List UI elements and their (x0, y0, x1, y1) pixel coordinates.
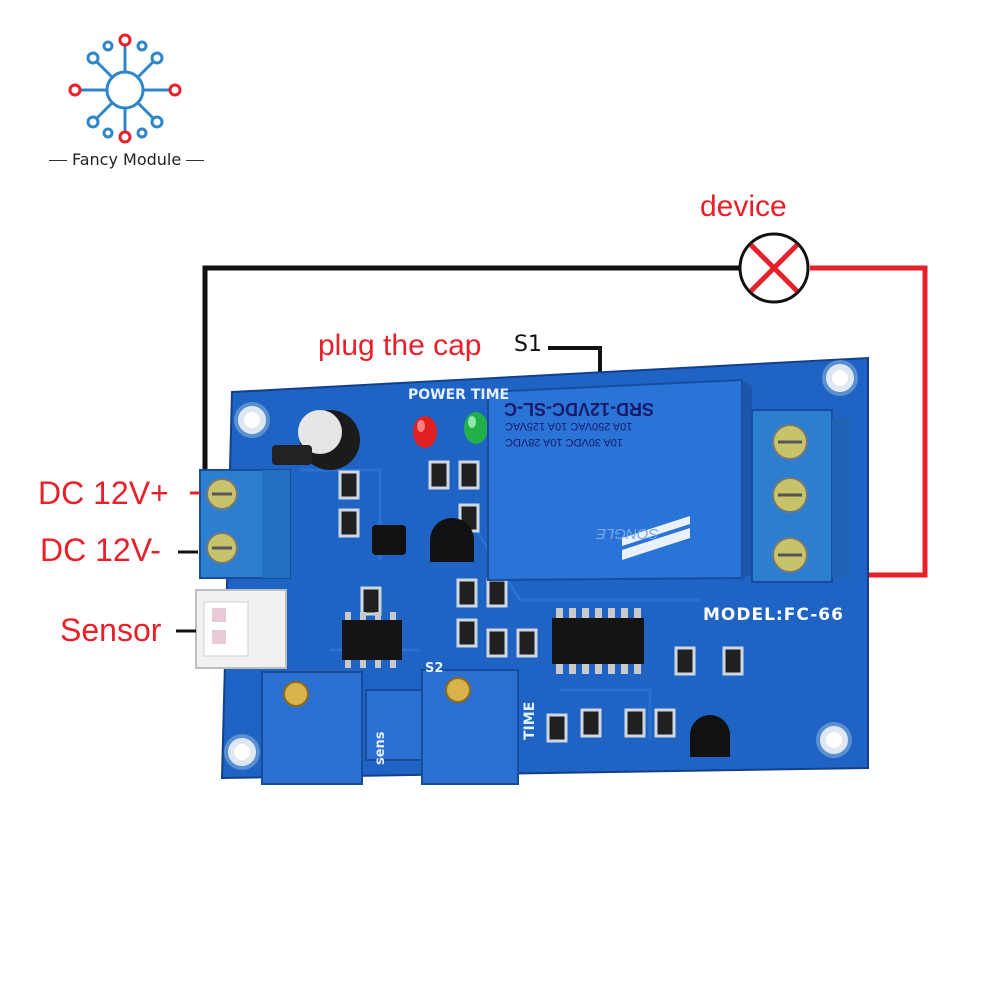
brand-dash-right (186, 159, 205, 162)
power-screw-terminal (199, 469, 291, 579)
led-power-red (413, 416, 437, 448)
transistors (372, 518, 730, 757)
dc-plus-label: DC 12V+ (38, 475, 169, 511)
s1-leader-line (548, 346, 602, 378)
silkscreen-s2: S2 (425, 661, 444, 676)
silkscreen-power-time: POWER TIME (408, 387, 510, 403)
sensor-label: Sensor (60, 612, 162, 648)
brand-logo-icon (68, 33, 182, 144)
silkscreen-time: TIME (522, 701, 538, 740)
relay-spec-line1: 10A 250VAC 10A 125VAC (505, 420, 633, 432)
relay-body (487, 378, 752, 582)
sensor-connector (195, 589, 287, 669)
brand-name: Fancy Module (72, 150, 182, 169)
led-time-green (464, 412, 488, 444)
potentiometer-sensitivity (261, 671, 363, 785)
s1-label: S1 (514, 332, 542, 357)
relay-brand-label: SONGLE (596, 525, 659, 542)
brand-dash-left (49, 159, 67, 162)
mounting-holes (224, 360, 858, 770)
device-label: device (700, 190, 787, 223)
relay-screw-terminal (751, 409, 850, 583)
capacitor (272, 410, 360, 470)
potentiometer-mode (365, 689, 427, 761)
relay-model-label: SRD-12VDC-SL-C (504, 399, 655, 419)
ic-cd4541-14pin (552, 608, 644, 674)
silkscreen-sens: sens (373, 731, 388, 765)
dc-minus-label: DC 12V- (40, 532, 161, 568)
smd-components (338, 460, 744, 743)
wire-black (202, 265, 740, 482)
potentiometer-time (421, 669, 519, 785)
brand-label: Fancy Module (44, 150, 209, 169)
device-lamp-icon (738, 232, 810, 304)
wire-red (810, 265, 928, 578)
board-model-label: MODEL:FC-66 (703, 605, 844, 625)
ic-8pin (342, 612, 402, 668)
relay-spec-line2: 10A 30VDC 10A 28VDC (505, 436, 624, 448)
plug-the-cap-label: plug the cap (318, 329, 482, 362)
